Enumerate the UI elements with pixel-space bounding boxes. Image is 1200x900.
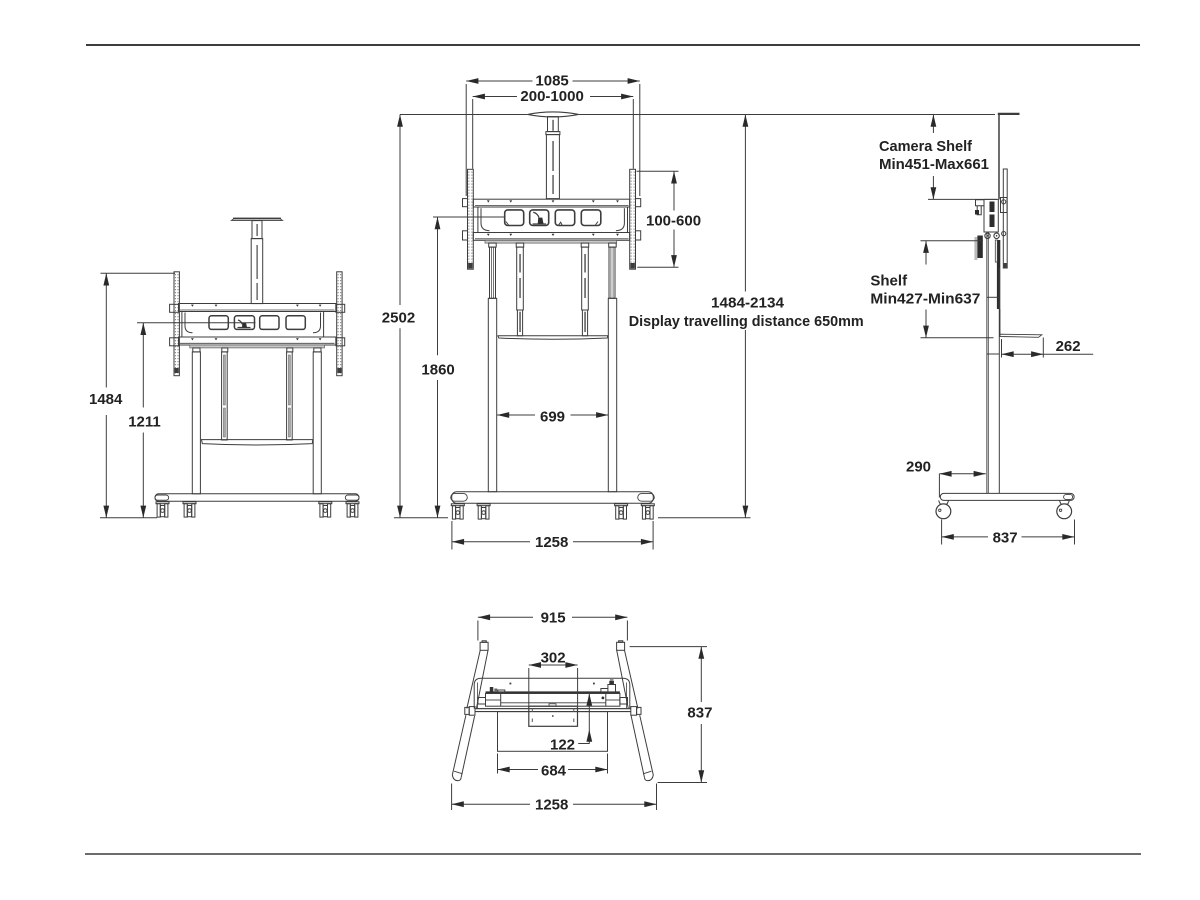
svg-text:262: 262 (1056, 338, 1081, 355)
svg-text:122: 122 (550, 737, 575, 754)
svg-text:302: 302 (541, 650, 566, 667)
svg-text:1860: 1860 (421, 362, 454, 379)
svg-text:1484-2134: 1484-2134 (711, 294, 785, 311)
svg-text:684: 684 (541, 763, 567, 780)
svg-text:1258: 1258 (535, 534, 568, 551)
svg-text:Camera Shelf: Camera Shelf (879, 138, 973, 155)
svg-text:915: 915 (541, 610, 566, 627)
svg-text:1484: 1484 (89, 391, 123, 408)
svg-text:Shelf: Shelf (870, 273, 908, 290)
svg-text:200-1000: 200-1000 (520, 88, 583, 105)
svg-text:837: 837 (687, 705, 712, 722)
svg-text:699: 699 (540, 409, 565, 426)
svg-text:290: 290 (906, 458, 931, 475)
svg-text:2502: 2502 (382, 310, 415, 327)
svg-text:1211: 1211 (128, 414, 161, 431)
svg-text:837: 837 (993, 530, 1018, 547)
svg-text:Min451-Max661: Min451-Max661 (879, 156, 989, 173)
svg-text:1258: 1258 (535, 796, 568, 813)
svg-text:Min427-Min637: Min427-Min637 (870, 291, 980, 308)
svg-text:Display travelling distance 65: Display travelling distance 650mm (629, 313, 864, 330)
svg-text:1085: 1085 (535, 73, 568, 90)
svg-text:100-600: 100-600 (646, 212, 701, 229)
